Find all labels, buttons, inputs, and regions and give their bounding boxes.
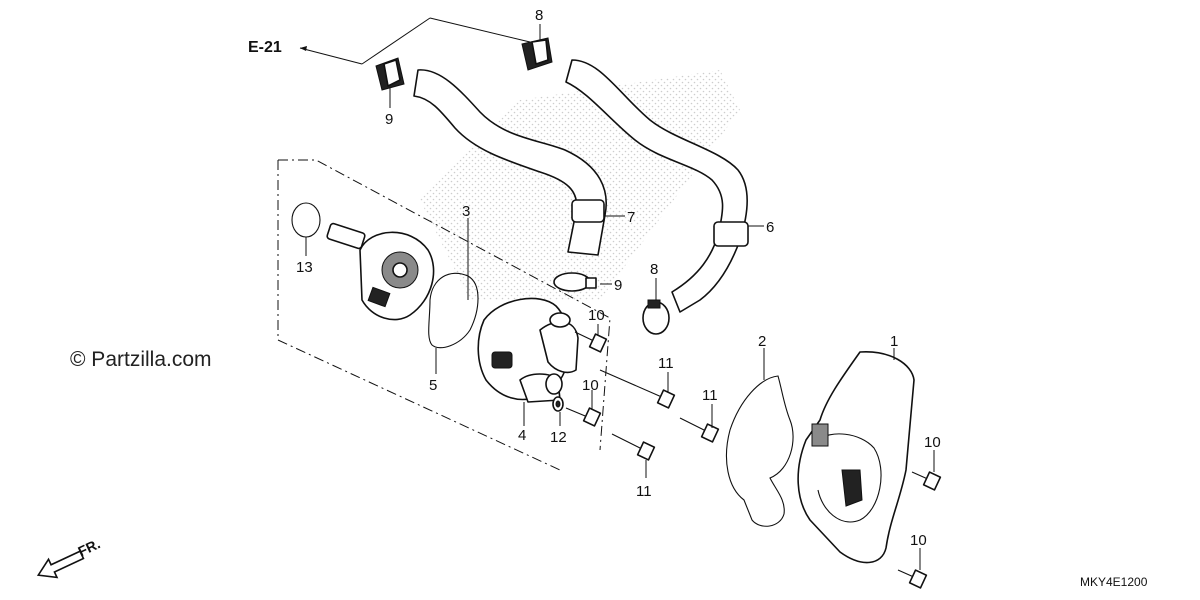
callout-12: 12	[550, 429, 567, 446]
callout-13: 13	[296, 259, 313, 276]
water-pump-outer-cover-1	[797, 351, 915, 564]
bolt-11-a	[599, 369, 676, 409]
hose-6	[565, 59, 749, 313]
hose-clamp-8-lower	[642, 299, 670, 335]
bolt-10-d	[897, 569, 928, 589]
callout-leaders	[305, 24, 935, 570]
callout-5: 5	[429, 377, 437, 394]
watermark-text: © Partzilla.com	[70, 348, 212, 371]
reference-arrow	[299, 17, 531, 65]
callout-3: 3	[462, 203, 470, 220]
callout-11-a: 11	[658, 355, 674, 372]
callout-8-lower: 8	[650, 261, 658, 278]
bolt-11-b	[611, 433, 656, 461]
callout-10-a: 10	[588, 307, 605, 324]
bolt-10-a	[574, 331, 608, 353]
bolt-10-c	[911, 471, 942, 491]
reference-code: E-21	[248, 39, 282, 56]
diagram-code: MKY4E1200	[1080, 575, 1148, 589]
cover-gasket-2	[725, 375, 794, 527]
hose-clamp-9-upper	[375, 57, 405, 91]
callout-4: 4	[518, 427, 526, 444]
callout-6: 6	[766, 219, 774, 236]
front-direction-arrow-icon	[36, 550, 85, 579]
assembly-boundary	[277, 159, 611, 471]
callout-11-b: 11	[702, 387, 718, 404]
hose-7	[413, 69, 607, 256]
callout-7: 7	[627, 209, 635, 226]
bolt-10-b	[565, 407, 602, 427]
callout-1: 1	[890, 333, 898, 350]
front-direction-label: FR.	[75, 535, 102, 559]
callout-2: 2	[758, 333, 766, 350]
callout-8-upper: 8	[535, 7, 543, 24]
callout-9-upper: 9	[385, 111, 393, 128]
callout-10-b: 10	[582, 377, 599, 394]
callout-10-d: 10	[910, 532, 927, 549]
hose-6-clamp-band	[713, 221, 749, 247]
bolt-11-c	[679, 417, 720, 443]
gasket-5	[428, 272, 479, 349]
hose-clamp-8-upper	[521, 37, 553, 71]
o-ring-13	[291, 202, 321, 238]
sealing-washer-12	[552, 396, 564, 412]
callout-11-c: 11	[636, 483, 652, 500]
hose-clamp-9-lower	[553, 272, 597, 292]
water-pump-cover-4	[477, 297, 579, 403]
callout-9-lower: 9	[614, 277, 622, 294]
callout-10-c: 10	[924, 434, 941, 451]
hose-7-clamp-band	[571, 199, 605, 223]
water-pump-impeller	[326, 222, 435, 321]
